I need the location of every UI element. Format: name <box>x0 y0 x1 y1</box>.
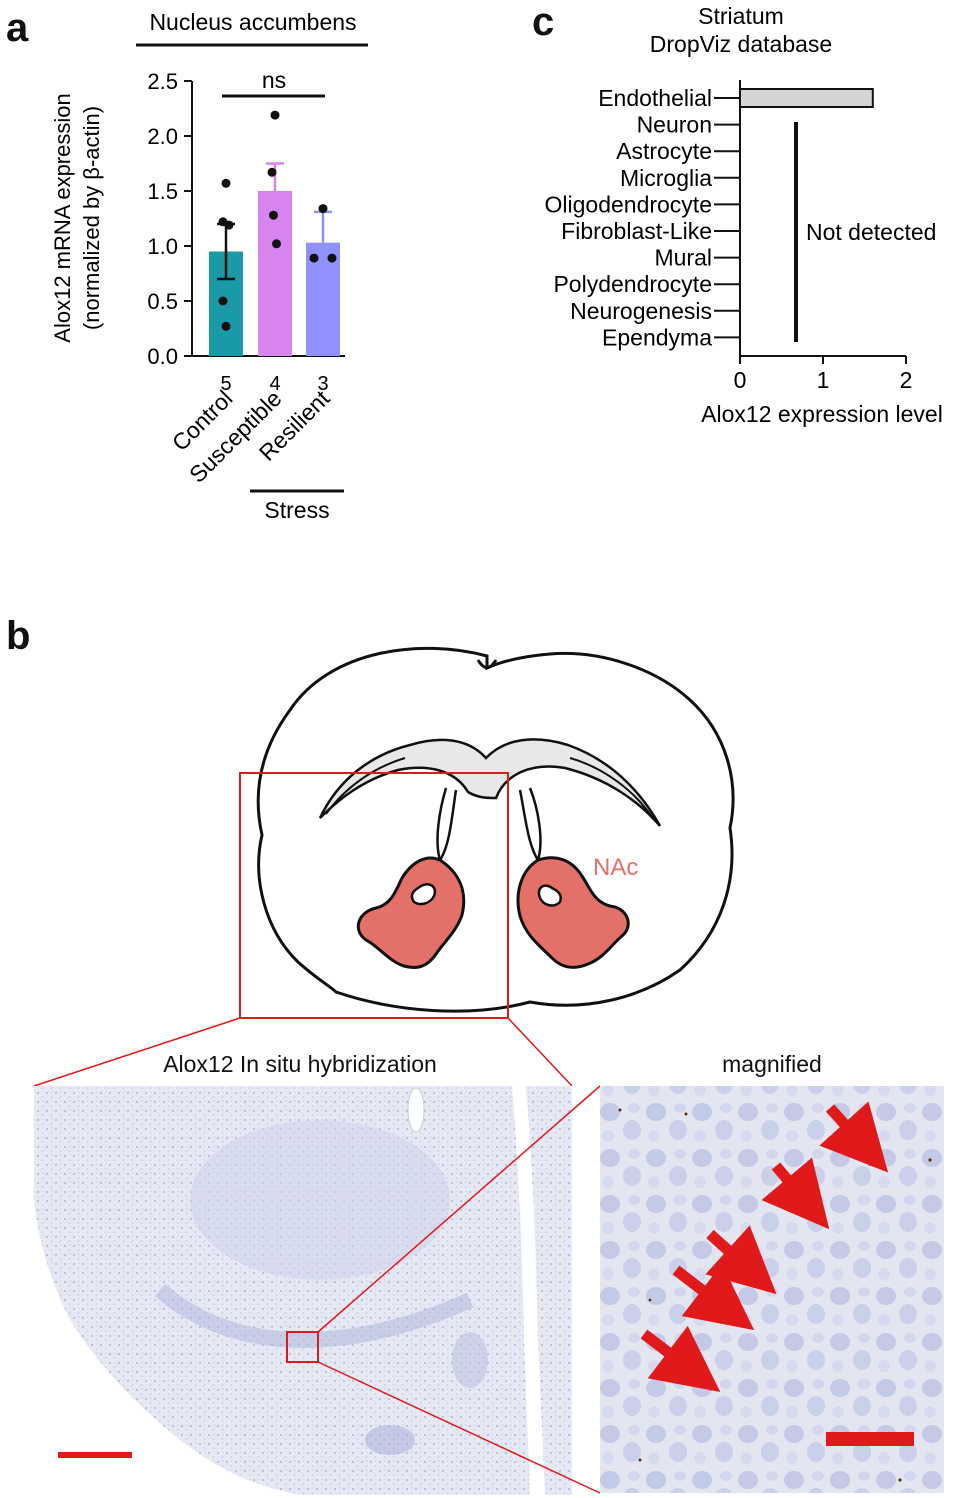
data-point <box>224 220 234 230</box>
significance-label: ns <box>262 67 286 93</box>
category-label: Endothelial <box>598 85 712 111</box>
category-label: Neuron <box>637 112 712 138</box>
sample-size-label: 4 <box>269 373 280 395</box>
category-label: Ependyma <box>602 324 712 350</box>
data-point <box>327 253 337 263</box>
scale-bar-magnified <box>826 1432 914 1446</box>
y-tick-label: 1.0 <box>147 234 178 259</box>
zoom-box <box>239 772 509 1019</box>
chart-a-title: Nucleus accumbens <box>149 9 356 35</box>
data-point <box>267 167 277 177</box>
x-axis-label: Alox12 expression level <box>701 401 943 427</box>
magnified-image <box>600 1086 944 1493</box>
y-axis-label-line1: Alox12 mRNA expression <box>50 93 75 342</box>
data-point <box>318 204 328 214</box>
magnified-region-box <box>286 1331 319 1363</box>
category-label: Mural <box>654 245 712 271</box>
category-label: Oligodendrocyte <box>545 191 713 217</box>
category-label: Microglia <box>620 165 712 191</box>
data-point <box>270 110 280 120</box>
x-tick-label: 0 <box>734 367 747 393</box>
y-axis-label-line2: (normalized by β-actin) <box>79 106 104 330</box>
nac-left <box>356 856 466 969</box>
data-point <box>218 296 228 306</box>
magnified-title: magnified <box>722 1051 822 1077</box>
y-tick-label: 2.5 <box>147 69 178 94</box>
category-label: Astrocyte <box>616 138 712 164</box>
data-point <box>221 178 231 188</box>
data-point <box>221 321 231 331</box>
sample-size-label: 5 <box>220 373 231 395</box>
category-label: Fibroblast-Like <box>561 218 712 244</box>
bar-chart-nac-expression: Nucleus accumbens 0.0 0.5 1.0 1.5 2.0 2.5Alox1… <box>50 9 368 523</box>
brain-section-diagram: NAc Alox12 In situ hybridization magnifi… <box>33 646 944 1495</box>
ish-title: Alox12 In situ hybridization <box>163 1051 437 1077</box>
x-tick-label: 1 <box>817 367 830 393</box>
category-label: Polydendrocyte <box>553 271 712 297</box>
panel-letter-c: c <box>532 0 555 44</box>
data-point <box>309 253 319 263</box>
nac-label: NAc <box>593 854 638 881</box>
stress-label: Stress <box>264 497 329 523</box>
y-tick-label: 0.5 <box>147 289 178 314</box>
y-tick-label: 0.0 <box>147 344 178 369</box>
x-tick-label: 2 <box>900 367 913 393</box>
ish-section-image <box>34 1086 572 1495</box>
y-tick-label: 2.0 <box>147 124 178 149</box>
panel-letter-a: a <box>6 6 29 50</box>
data-point <box>272 239 281 249</box>
not-detected-label: Not detected <box>806 219 936 245</box>
chart-c-title-line2: DropViz database <box>650 31 832 57</box>
sample-size-label: 3 <box>317 373 328 395</box>
data-point <box>269 210 278 220</box>
panel-letter-b: b <box>6 614 31 658</box>
scale-bar-section <box>58 1452 132 1458</box>
chart-c-title-line1: Striatum <box>698 3 784 29</box>
y-tick-label: 1.5 <box>147 179 178 204</box>
bar-endothelial <box>739 88 874 108</box>
category-label: Neurogenesis <box>570 298 712 324</box>
brain-outline <box>256 646 735 1013</box>
corpus-callosum <box>318 738 662 827</box>
